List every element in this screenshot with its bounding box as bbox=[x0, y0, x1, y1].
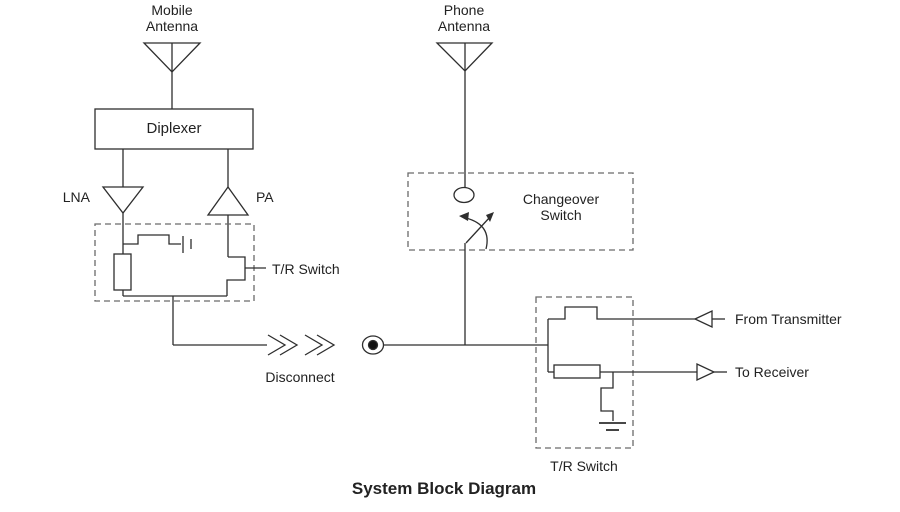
phone-antenna-icon bbox=[435, 42, 494, 187]
changeover-switch-label: Changeover Switch bbox=[522, 191, 600, 223]
coax-connector-icon bbox=[361, 335, 385, 355]
pa-label: PA bbox=[256, 189, 274, 205]
disconnect-icon bbox=[267, 334, 336, 356]
to-receiver-label: To Receiver bbox=[735, 364, 809, 380]
resistor-icon bbox=[553, 364, 601, 379]
tr-switch-left-internals bbox=[113, 234, 266, 345]
mobile-antenna-icon bbox=[142, 42, 202, 109]
changeover-switch-box bbox=[407, 172, 634, 251]
tr-switch-left-label: T/R Switch bbox=[272, 261, 340, 277]
ground-icon bbox=[599, 422, 626, 431]
tr-switch-right-internals bbox=[547, 306, 697, 431]
lna-label: LNA bbox=[62, 189, 90, 205]
mobile-antenna-label: Mobile Antenna bbox=[145, 2, 199, 34]
changeover-switch-icon bbox=[453, 186, 494, 345]
phone-antenna-label: Phone Antenna bbox=[437, 2, 491, 34]
diagram-title: System Block Diagram bbox=[351, 479, 537, 498]
diplexer-box bbox=[94, 108, 254, 150]
from-transmitter-arrow-icon bbox=[693, 309, 725, 329]
disconnect-label: Disconnect bbox=[265, 369, 335, 385]
tr-switch-box-left bbox=[94, 223, 255, 302]
tr-switch-right-label: T/R Switch bbox=[550, 458, 618, 474]
diplexer-label: Diplexer bbox=[146, 120, 202, 137]
to-receiver-arrow-icon bbox=[696, 362, 727, 382]
lna-amplifier-icon bbox=[101, 186, 145, 215]
from-transmitter-label: From Transmitter bbox=[735, 311, 842, 327]
resistor-icon bbox=[113, 253, 132, 291]
pa-amplifier-icon bbox=[206, 185, 250, 216]
